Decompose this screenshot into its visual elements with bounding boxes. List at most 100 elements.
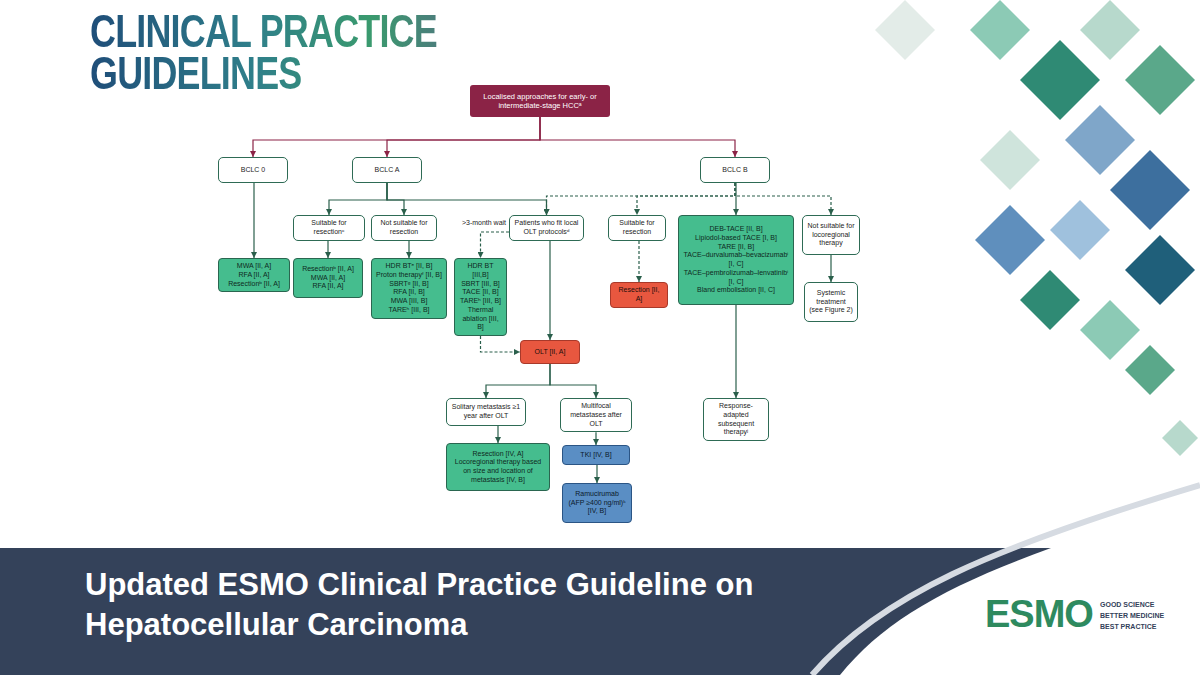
connector <box>387 183 404 215</box>
connector <box>329 183 387 215</box>
logo-tagline: BEST PRACTICE <box>1100 623 1156 631</box>
decision-box: Suitable for resection <box>608 215 666 241</box>
connector <box>497 426 498 443</box>
decision-box: Response-adapted subsequent therapyʲ <box>703 398 769 441</box>
deco-diamond <box>875 0 935 60</box>
box-text: Suitable for resection <box>613 219 661 237</box>
connector <box>540 117 735 157</box>
connector <box>253 183 254 258</box>
box-text: Resection [II, A] <box>615 286 663 304</box>
box-text: Response-adapted subsequent therapyʲ <box>708 402 764 437</box>
box-text: TACE–pembrolizumab–lenvatinibⁱ [I, C] <box>683 269 789 287</box>
connector <box>830 255 831 282</box>
connector <box>637 183 735 215</box>
box-text: MWA [II, A] <box>237 262 271 271</box>
box-text: Proton therapyᶠ [II, B] <box>376 271 442 280</box>
box-text: Multifocal metastases after OLT <box>565 402 627 428</box>
deco-diamond <box>980 130 1040 190</box>
box-text: TACE [II, B] <box>462 288 498 297</box>
systemic-box: TKI [IV, B] <box>562 445 630 465</box>
decision-box: Not suitable for resection <box>371 215 437 241</box>
connector <box>638 241 639 282</box>
box-text: Resectionᵇ [II, A] <box>228 280 280 289</box>
deco-diamond <box>1050 200 1110 260</box>
logo-tagline: GOOD SCIENCE <box>1100 601 1154 609</box>
stage-box: BCLC A <box>352 157 422 183</box>
logo-wordmark: ESMO <box>985 594 1093 636</box>
treatment-box: Resection [II, A] <box>610 282 668 308</box>
box-text: TAREʰ [III, B] <box>460 297 501 306</box>
treatment-box: DEB-TACE [II, B]Lipiodol-based TACE [I, … <box>678 215 794 305</box>
connector <box>408 241 409 258</box>
treatment-box: HDR BT [III,B]SBRT [III, B]TACE [II, B]T… <box>454 258 507 336</box>
treatment-box: HDR BTᵉ [II, B]Proton therapyᶠ [II, B]SB… <box>371 258 447 319</box>
box-text: BCLC A <box>375 166 400 175</box>
box-text: TARE [II, B] <box>718 243 754 252</box>
box-text: SBRT [III, B] <box>461 280 500 289</box>
box-text: BCLC 0 <box>241 166 266 175</box>
decision-box: Not suitable for locoregional therapy <box>802 215 860 255</box>
deco-diamond <box>1125 345 1175 395</box>
connector <box>486 364 550 398</box>
page-title: CLINICAL PRACTICE GUIDELINES <box>90 10 558 94</box>
box-text: Resection [IV, A] <box>472 450 523 459</box>
connector <box>253 117 540 157</box>
swoosh-edge <box>812 485 1200 675</box>
connector <box>596 465 597 483</box>
box-text: HDR BTᵉ [II, B] <box>386 262 433 271</box>
stage-box: BCLC 0 <box>218 157 288 183</box>
box-text: Thermal ablation [III, B] <box>459 306 502 332</box>
connector <box>549 241 550 340</box>
connector <box>327 241 328 258</box>
box-text: MWA [II, A] <box>311 274 345 283</box>
connector <box>595 432 596 445</box>
systemic-box: Ramucirumab (AFP ≥400 ng/ml)ᵏ [IV, B] <box>562 483 632 523</box>
deco-diamond <box>970 0 1030 60</box>
deco-diamond <box>1080 0 1140 60</box>
box-text: MWA [III, B] <box>391 297 428 306</box>
transplant-box: OLT [II, A] <box>520 340 580 364</box>
decision-box: Multifocal metastases after OLT <box>560 398 632 432</box>
connector <box>481 336 521 352</box>
box-text: TACE–durvalumab–bevacizumabⁱ [I, C] <box>683 251 789 269</box>
box-text: TKI [IV, B] <box>580 451 611 460</box>
box-text: Systemic treatment (see Figure 2) <box>809 289 853 315</box>
connector <box>550 364 596 398</box>
connector <box>547 183 736 215</box>
treatment-box: Resectionᵇ [II, A]MWA [II, A]RFA [II, A] <box>293 258 363 298</box>
logo-swoosh <box>840 500 1200 675</box>
deco-diamond <box>1065 105 1135 175</box>
box-text: TAREʰ [III, B] <box>388 306 429 315</box>
box-text: Ramucirumab (AFP ≥400 ng/ml)ᵏ [IV, B] <box>567 490 627 516</box>
box-text: Suitable for resectionᶜ <box>298 219 360 237</box>
deco-diamond <box>975 205 1045 275</box>
box-text: BCLC B <box>722 166 747 175</box>
logo-tagline: BETTER MEDICINE <box>1100 612 1164 620</box>
decision-box: Suitable for resectionᶜ <box>293 215 365 241</box>
box-text: RFA [II, A] <box>238 271 269 280</box>
box-text: Bland embolisation [II, C] <box>697 286 775 295</box>
box-text: Resectionᵇ [II, A] <box>302 265 354 274</box>
box-text: Not suitable for resection <box>376 219 432 237</box>
connector <box>481 232 510 258</box>
edge-label: >3-month wait <box>461 219 507 227</box>
box-text: SBRTᵍ [II, B] <box>389 280 428 289</box>
box-text: Locoregional therapy based on size and l… <box>451 458 545 484</box>
deco-diamond <box>1080 300 1140 360</box>
connector <box>387 183 547 215</box>
box-text: Patients who fit local OLT protocolsᵈ <box>514 219 579 237</box>
deco-diamond <box>1020 270 1080 330</box>
box-text: DEB-TACE [II, B] <box>709 225 762 234</box>
connector <box>735 183 736 215</box>
box-text: Not suitable for locoregional therapy <box>807 222 855 248</box>
box-text: Localised approaches for early- or inter… <box>474 92 606 111</box>
decision-box: Systemic treatment (see Figure 2) <box>804 282 858 322</box>
connector <box>735 183 831 215</box>
box-text: HDR BT [III,B] <box>459 262 502 280</box>
deco-diamond <box>1020 40 1100 120</box>
box-text: Lipiodol-based TACE [I, B] <box>695 234 777 243</box>
deco-diamond <box>1110 150 1190 230</box>
treatment-box: MWA [II, A]RFA [II, A]Resectionᵇ [II, A] <box>218 258 290 292</box>
root-box: Localised approaches for early- or inter… <box>470 85 610 117</box>
